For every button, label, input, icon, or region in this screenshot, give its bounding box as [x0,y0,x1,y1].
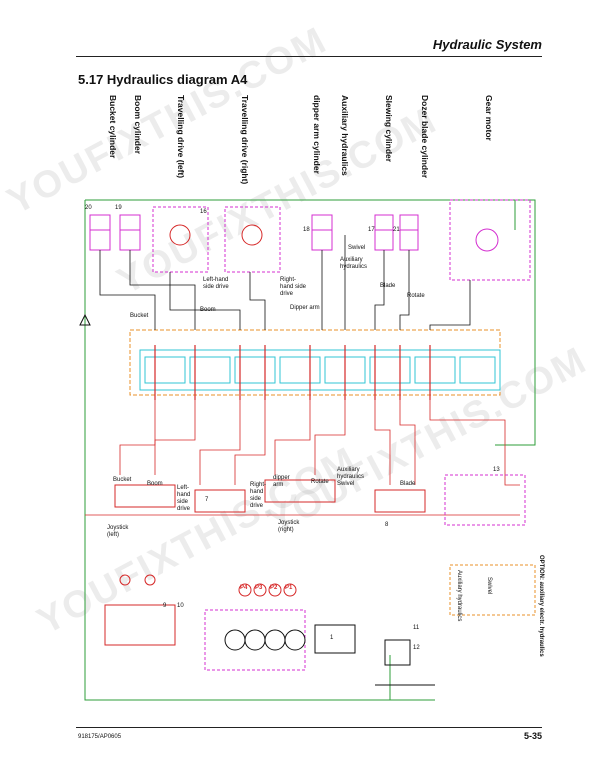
label-right-drive: Right-hand side drive [280,277,307,297]
joy-label-dipper: dipper arm [273,475,290,488]
joy-label-aux: Auxiliary hydraulics Swivel [337,467,365,487]
bucket-cylinder [89,214,111,251]
part-17: 17 [368,227,375,233]
label-gear-motor: Gear motor [484,95,494,141]
option-label: OPTION: auxiliary electr. hydraulics [538,555,544,657]
part-8: 8 [385,522,389,528]
part-13: 13 [493,467,500,473]
label-boom: Boom [200,307,216,313]
label-bucket-cylinder: Bucket cylinder [108,95,118,159]
footer-rule [76,727,542,728]
slewing-cylinder [374,214,394,251]
footer-doc-number: 918175/AP0605 [78,734,122,740]
label-dipper-arm: Dipper arm [290,305,320,311]
part-11: 11 [413,625,420,631]
part-16: 16 [200,209,207,215]
label-rotate: Rotate [407,293,425,299]
header-rule [76,56,542,57]
label-dozer-blade-cylinder: Dozer blade cylinder [420,95,430,179]
hydraulic-schematic [79,199,536,701]
joy-label-blade: Blade [400,481,416,487]
label-aux-hydraulics: Auxiliary hydraulics [340,95,350,176]
part-7: 7 [205,497,209,503]
label-left-drive: Left-hand side drive [203,277,229,290]
pump-p2: P2 [270,585,278,591]
dipper-cylinder [311,214,333,251]
label-travel-right: Travelling drive (right) [240,95,250,185]
joy-label-left-drive: Left-hand side drive [177,485,191,512]
joy-label-rotate: Rotate [311,479,329,485]
option-swivel-label: Swivel [486,577,492,595]
label-bucket: Bucket [130,313,149,319]
pump-p3: P3 [255,585,263,591]
joy-label-boom: Boom [147,481,163,487]
dozer-cylinder [399,214,419,251]
label-slewing-cylinder: Slewing cylinder [384,95,394,163]
pump-p4: P4 [240,585,248,591]
part-10: 10 [177,603,184,609]
part-21: 21 [393,227,400,233]
pump-p1: P1 [285,585,293,591]
hydraulic-diagram: 20 19 16 18 17 21 Swivel Auxiliary hydra… [75,185,545,705]
joystick-right-label: Joystick (right) [278,520,300,533]
joystick-left-label: Joystick (left) [107,525,129,538]
part-18: 18 [303,227,310,233]
label-swivel: Swivel [348,245,366,251]
label-travel-left: Travelling drive (left) [176,95,186,179]
part-12: 12 [413,645,420,651]
label-dipper-arm-cylinder: dipper arm cylinder [312,95,322,174]
header-title: Hydraulic System [432,37,542,52]
section-title: 5.17 Hydraulics diagram A4 [78,72,248,87]
boom-cylinder [119,214,141,251]
part-19: 19 [115,205,122,211]
part-20: 20 [85,205,92,211]
label-blade: Blade [380,283,396,289]
label-boom-cylinder: Boom cylinder [133,95,143,155]
joy-label-bucket: Bucket [113,477,132,483]
option-aux-label: Auxiliary hydraulics [456,570,462,622]
footer-page-number: 5-35 [523,731,542,741]
part-1: 1 [330,635,334,641]
label-aux-hydr-top: Auxiliary hydraulics [340,257,368,270]
joy-label-right-drive: Right-hand side drive [250,482,267,509]
part-9: 9 [163,603,167,609]
